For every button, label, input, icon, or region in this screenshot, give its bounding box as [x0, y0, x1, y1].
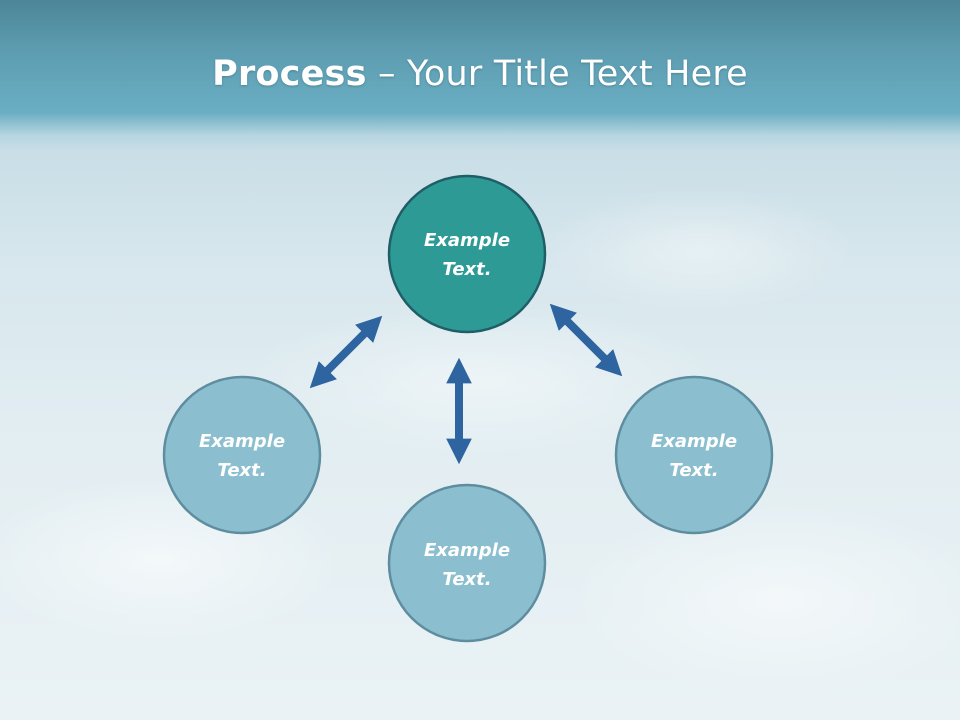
title-bold: Process: [212, 54, 367, 94]
node-top-line2: Text.: [442, 259, 491, 280]
arrow-top-right: [549, 303, 623, 377]
arrow-top-left: [309, 315, 383, 389]
slide-title: Process – Your Title Text Here: [0, 52, 960, 96]
process-node-right: Example Text.: [614, 375, 774, 535]
node-circle-bottom: [387, 483, 547, 643]
title-banner: [0, 0, 960, 150]
node-right-line2: Text.: [669, 460, 718, 481]
node-circle-left: [162, 375, 322, 535]
node-left-line2: Text.: [217, 460, 266, 481]
process-node-left: Example Text.: [162, 375, 322, 535]
process-node-bottom: Example Text.: [387, 483, 547, 643]
node-circle-top: [387, 174, 547, 334]
node-left-line1: Example: [199, 431, 285, 452]
node-circle-right: [614, 375, 774, 535]
process-node-top: Example Text.: [387, 174, 547, 334]
node-top-line1: Example: [424, 230, 510, 251]
title-rest: – Your Title Text Here: [366, 54, 748, 94]
node-right-line1: Example: [651, 431, 737, 452]
node-bottom-line2: Text.: [442, 569, 491, 590]
node-bottom-line1: Example: [424, 540, 510, 561]
